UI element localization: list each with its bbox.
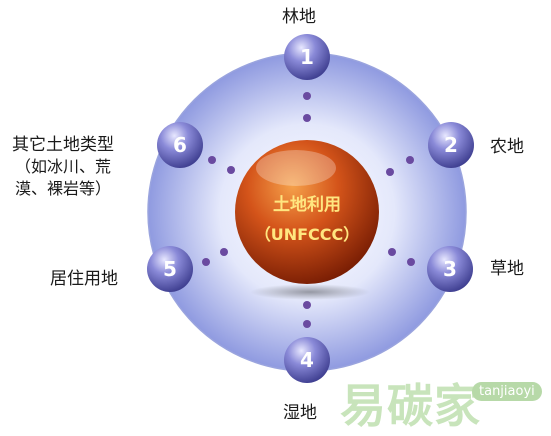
node-3-label: 草地 (490, 259, 524, 279)
node-2-label: 农地 (490, 137, 524, 157)
node-6-label-sub1: （如冰川、荒 (14, 157, 111, 176)
dot (202, 258, 210, 266)
center-highlight (256, 150, 336, 186)
node-6-label-main: 其它土地类型 (12, 135, 114, 155)
connector-dots (202, 92, 415, 328)
node-number: 6 (173, 133, 187, 157)
node-3: 3 (427, 246, 473, 292)
node-1-label: 林地 (282, 7, 316, 27)
node-1: 1 (284, 34, 330, 80)
dot (407, 258, 415, 266)
dot (388, 248, 396, 256)
center-shadow (250, 284, 370, 300)
node-number: 4 (300, 348, 314, 372)
node-4: 4 (284, 337, 330, 383)
node-4-label: 湿地 (283, 403, 317, 423)
dot (406, 156, 414, 164)
dot (227, 166, 235, 174)
node-5: 5 (147, 246, 193, 292)
node-number: 5 (163, 257, 177, 281)
node-6-label: 其它土地类型 （如冰川、荒 漠、裸岩等） (12, 134, 114, 200)
center-sphere (235, 140, 379, 284)
node-number: 1 (300, 45, 314, 69)
dot (303, 301, 311, 309)
dot (386, 168, 394, 176)
dot (208, 156, 216, 164)
node-5-label: 居住用地 (50, 269, 118, 289)
node-6-label-sub2: 漠、裸岩等） (14, 179, 111, 198)
dot (303, 92, 311, 100)
node-number: 2 (444, 133, 458, 157)
center-title: 土地利用 (273, 194, 341, 215)
node-number: 3 (443, 257, 457, 281)
node-6: 6 (157, 122, 203, 168)
dot (303, 320, 311, 328)
node-2: 2 (428, 122, 474, 168)
watermark: 易碳家 tanjiaoyi (340, 370, 550, 433)
watermark-domain: tanjiaoyi (472, 382, 542, 401)
dot (303, 114, 311, 122)
dot (220, 248, 228, 256)
center-subtitle: （UNFCCC） (255, 225, 360, 244)
watermark-brand: 易碳家 (340, 379, 481, 433)
